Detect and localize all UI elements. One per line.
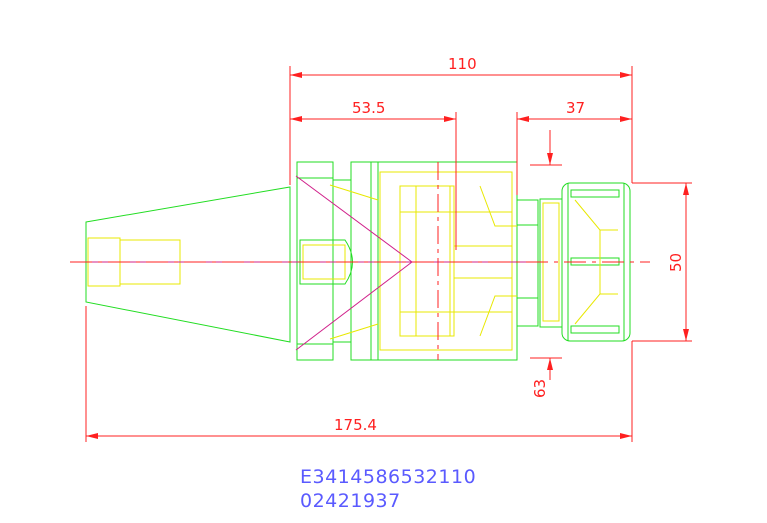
part-code-line-2: 02421937 <box>300 490 401 512</box>
flange <box>296 161 334 361</box>
cone-lines <box>86 175 540 351</box>
dim-top-length: 110 <box>448 55 477 73</box>
dimension-lines <box>70 66 692 442</box>
part-code-line-1: E3414586532110 <box>300 466 476 488</box>
holder-body <box>370 161 518 361</box>
dim-nut-diameter: 50 <box>667 253 685 272</box>
dim-overall-length: 175.4 <box>334 416 377 434</box>
taper-body <box>85 186 291 343</box>
dim-taper-length: 53.5 <box>352 99 385 117</box>
dim-nut-length: 37 <box>566 99 585 117</box>
dim-clearance: 63 <box>531 379 549 398</box>
